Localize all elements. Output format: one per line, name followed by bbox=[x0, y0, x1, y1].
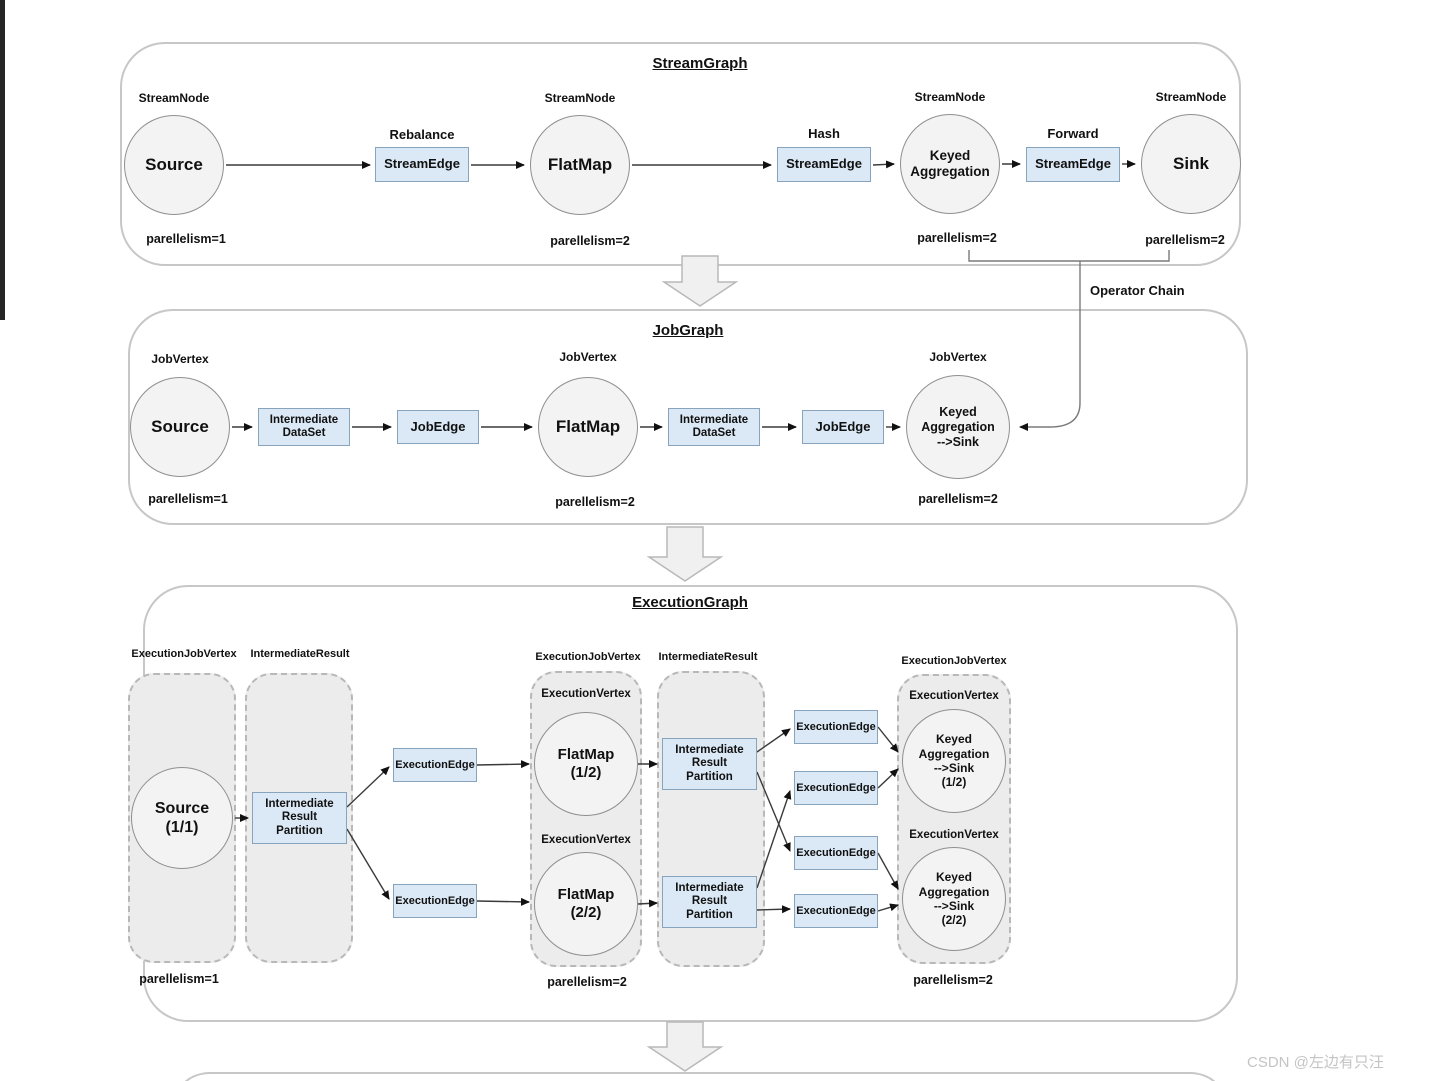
ir-column-label-1: IntermediateResult bbox=[250, 648, 350, 660]
intermediate-dataset-1: Intermediate DataSet bbox=[258, 408, 350, 446]
stream-edge-forward: StreamEdge bbox=[1026, 147, 1120, 182]
intermediate-dataset-2: Intermediate DataSet bbox=[668, 408, 760, 446]
stream-edge-rebalance: StreamEdge bbox=[375, 147, 469, 182]
partitioner-label-hash: Hash bbox=[808, 126, 840, 141]
execution-vertex-label-kas2: ExecutionVertex bbox=[909, 829, 999, 841]
streamnode-label-source: StreamNode bbox=[138, 91, 210, 105]
parallelism-sg-sink: parellelism=2 bbox=[1145, 233, 1225, 247]
jobvertex-label-source: JobVertex bbox=[151, 352, 209, 366]
job-vertex-flatmap: FlatMap bbox=[538, 377, 638, 477]
execution-vertex-flatmap-2-2: FlatMap (2/2) bbox=[534, 852, 638, 956]
operator-chain-label: Operator Chain bbox=[1090, 283, 1185, 298]
execution-edge-2: ExecutionEdge bbox=[794, 771, 878, 805]
execution-vertex-flatmap-1-2: FlatMap (1/2) bbox=[534, 712, 638, 816]
execution-vertex-keyedaggsink-1-2: Keyed Aggregation -->Sink (1/2) bbox=[902, 709, 1006, 813]
jobvertex-label-keyedaggsink: JobVertex bbox=[929, 350, 987, 364]
execution-edge-4: ExecutionEdge bbox=[794, 894, 878, 928]
stream-node-keyed-aggregation: Keyed Aggregation bbox=[900, 114, 1000, 214]
parallelism-eg-flatmap: parellelism=2 bbox=[547, 975, 627, 989]
parallelism-jg-flatmap: parellelism=2 bbox=[555, 495, 635, 509]
parallelism-sg-flatmap: parellelism=2 bbox=[550, 234, 630, 248]
jobvertex-label-flatmap: JobVertex bbox=[559, 350, 617, 364]
ejv-column-label-3: ExecutionJobVertex bbox=[901, 655, 1007, 667]
ir-column-label-2: IntermediateResult bbox=[658, 651, 758, 663]
partitioner-label-rebalance: Rebalance bbox=[389, 127, 455, 142]
big-arrow-jobgraph-to-executiongraph bbox=[646, 526, 724, 582]
parallelism-eg-source: parellelism=1 bbox=[139, 972, 219, 986]
executiongraph-title: ExecutionGraph bbox=[632, 594, 748, 611]
intermediate-result-partition-2: Intermediate Result Partition bbox=[662, 876, 757, 928]
stream-node-sink: Sink bbox=[1141, 114, 1241, 214]
screen-left-edge bbox=[0, 0, 5, 320]
big-arrow-executiongraph-to-next bbox=[646, 1021, 724, 1072]
partitioner-label-forward: Forward bbox=[1047, 126, 1099, 141]
execution-edge-1: ExecutionEdge bbox=[794, 710, 878, 744]
execution-vertex-source-1-1: Source (1/1) bbox=[131, 767, 233, 869]
parallelism-eg-keyedaggsink: parellelism=2 bbox=[913, 973, 993, 987]
parallelism-jg-source: parellelism=1 bbox=[148, 492, 228, 506]
parallelism-jg-keyedaggsink: parellelism=2 bbox=[918, 492, 998, 506]
streamgraph-title: StreamGraph bbox=[652, 55, 748, 72]
streamnode-label-sink: StreamNode bbox=[1155, 90, 1227, 104]
stream-node-source: Source bbox=[124, 115, 224, 215]
job-edge-2: JobEdge bbox=[802, 410, 884, 444]
job-vertex-source: Source bbox=[130, 377, 230, 477]
execution-vertex-label-kas1: ExecutionVertex bbox=[909, 690, 999, 702]
stream-edge-hash: StreamEdge bbox=[777, 147, 871, 182]
ejv-column-label-1: ExecutionJobVertex bbox=[131, 648, 237, 660]
parallelism-sg-source: parellelism=1 bbox=[146, 232, 226, 246]
execution-edge-b: ExecutionEdge bbox=[393, 884, 477, 918]
execution-vertex-keyedaggsink-2-2: Keyed Aggregation -->Sink (2/2) bbox=[902, 847, 1006, 951]
execution-vertex-label-fm12: ExecutionVertex bbox=[541, 688, 631, 700]
job-vertex-keyed-aggregation-sink: Keyed Aggregation -->Sink bbox=[906, 375, 1010, 479]
execution-edge-a: ExecutionEdge bbox=[393, 748, 477, 782]
intermediate-result-partition-0: Intermediate Result Partition bbox=[252, 792, 347, 844]
streamnode-label-keyedagg: StreamNode bbox=[914, 90, 986, 104]
csdn-watermark: CSDN @左边有只汪 bbox=[1247, 1054, 1384, 1071]
stream-node-flatmap: FlatMap bbox=[530, 115, 630, 215]
ejv-column-label-2: ExecutionJobVertex bbox=[535, 651, 641, 663]
execution-vertex-label-fm22: ExecutionVertex bbox=[541, 834, 631, 846]
jobgraph-title: JobGraph bbox=[652, 322, 724, 339]
job-edge-1: JobEdge bbox=[397, 410, 479, 444]
next-section-panel bbox=[170, 1072, 1230, 1081]
parallelism-sg-keyedagg: parellelism=2 bbox=[917, 231, 997, 245]
streamnode-label-flatmap: StreamNode bbox=[544, 91, 616, 105]
execution-edge-3: ExecutionEdge bbox=[794, 836, 878, 870]
intermediate-result-partition-1: Intermediate Result Partition bbox=[662, 738, 757, 790]
